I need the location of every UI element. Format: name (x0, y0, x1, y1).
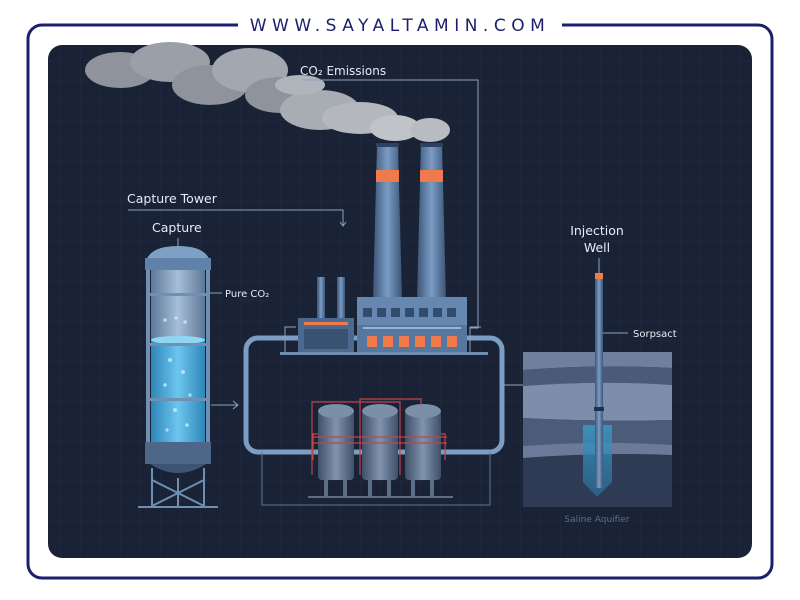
capture-tower-leader (128, 209, 347, 227)
tower-arrow (211, 400, 239, 410)
capture-tower (138, 238, 218, 508)
injection-label-line2: Well (584, 240, 610, 255)
storage-tanks (308, 398, 453, 498)
pure-co2-label: Pure CO₂ (225, 289, 269, 300)
base-outline (261, 452, 491, 506)
emissions-leader-line (302, 79, 479, 329)
watermark-text: WWW.SAYALTAMIN.COM (250, 16, 551, 36)
chimneys (317, 143, 446, 322)
capture-tower-label: Capture Tower (127, 191, 218, 206)
saline-aquifier-label: Saline Aquifier (564, 515, 629, 525)
injection-well (594, 258, 604, 488)
capture-label: Capture (152, 220, 202, 235)
injection-label-line1: Injection (570, 223, 624, 238)
co2-emissions-label: CO₂ Emissions (300, 64, 386, 78)
power-plant (280, 297, 488, 355)
sorpsact-label: Sorpsact (633, 329, 677, 340)
smoke-cloud (85, 42, 450, 142)
